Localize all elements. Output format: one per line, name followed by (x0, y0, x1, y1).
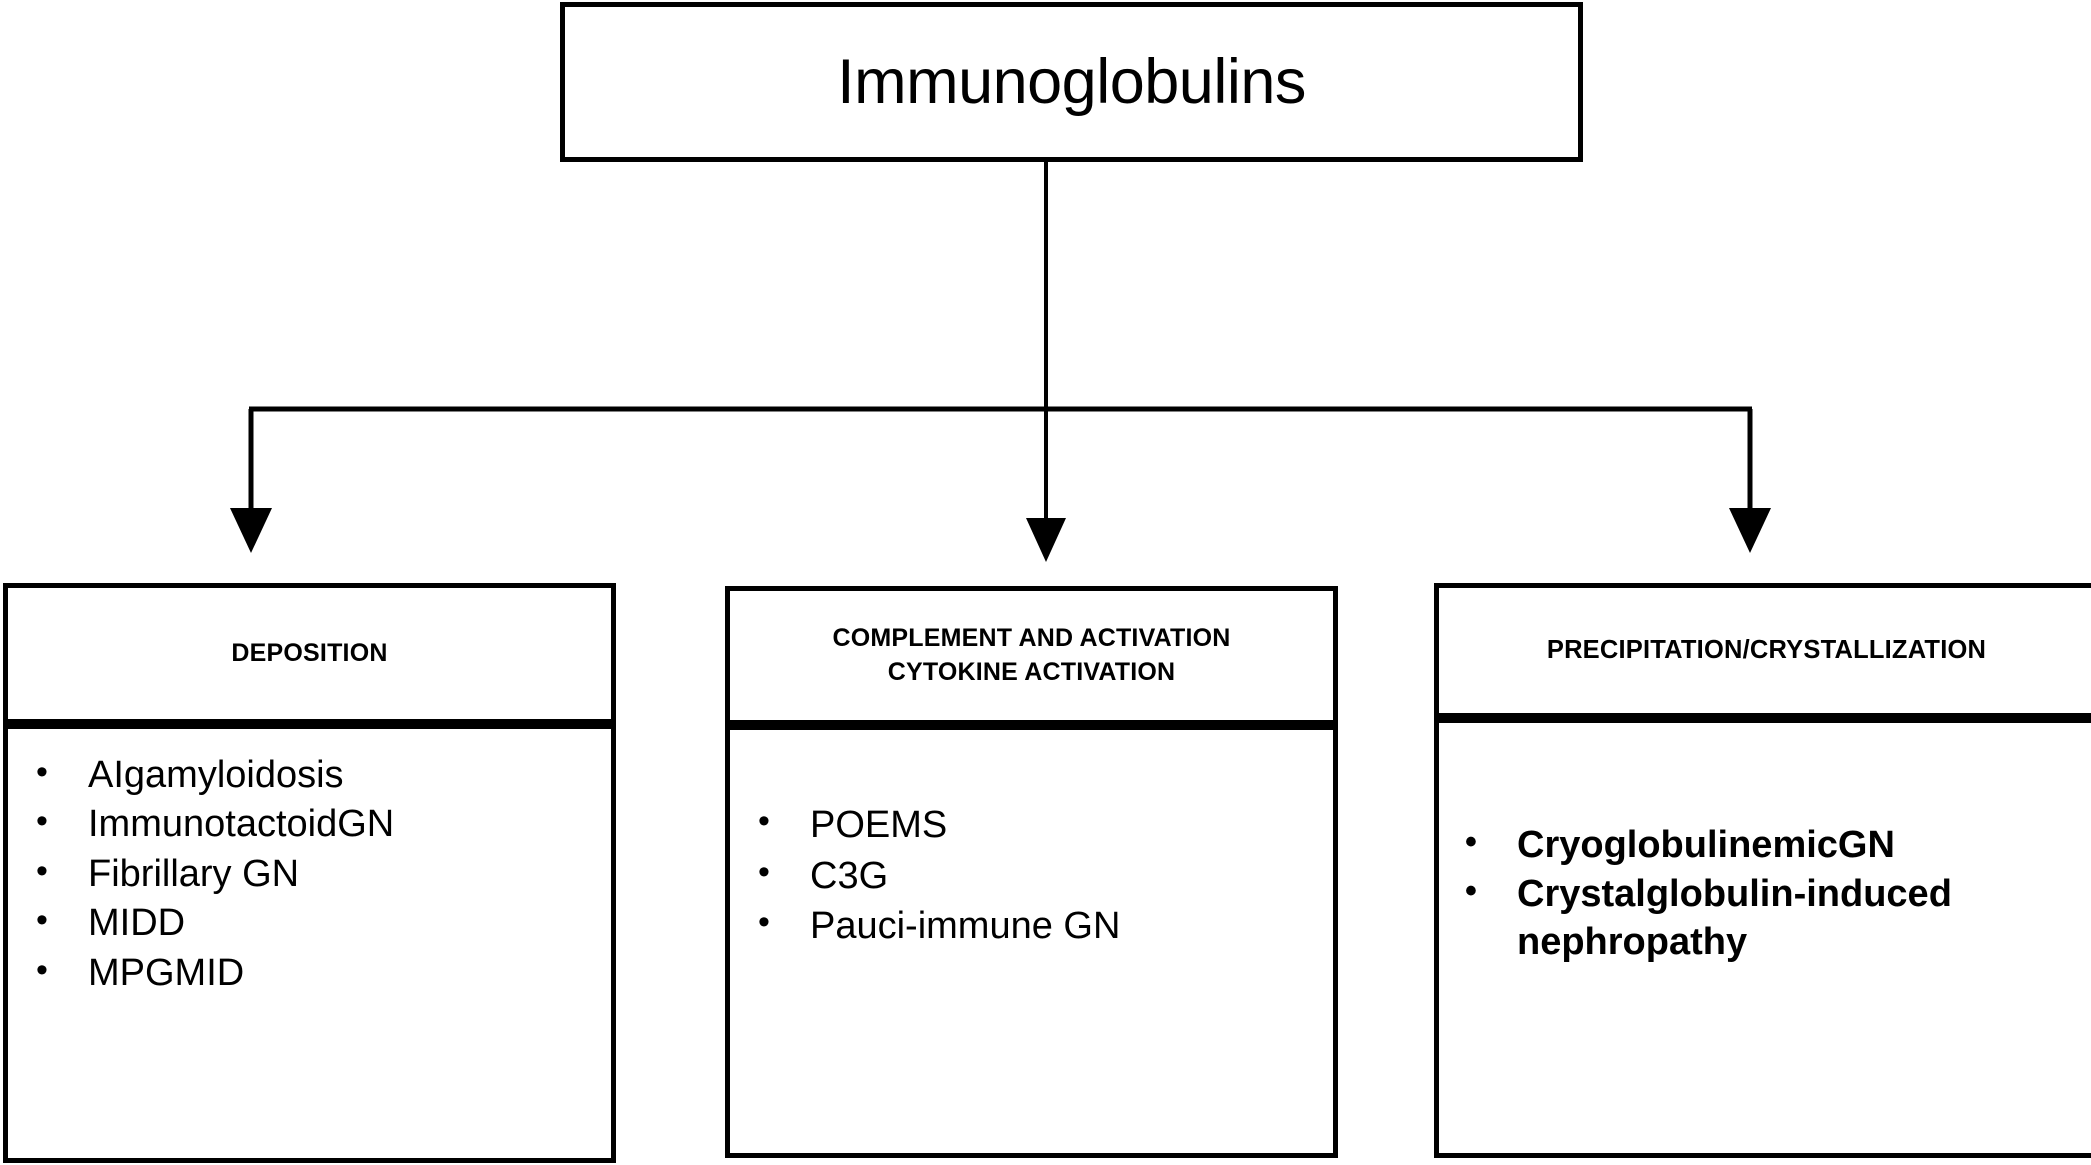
arrowhead-left (230, 508, 272, 553)
list-item: POEMS (730, 800, 1333, 851)
branch-item-list: CryoglobulinemicGN Crystalglobulin-induc… (1439, 821, 2091, 967)
root-node-label: Immunoglobulins (837, 46, 1306, 117)
branch-header-line-2: CYTOKINE ACTIVATION (887, 657, 1176, 686)
branch-body-deposition: AIgamyloidosis ImmunotactoidGN Fibrillar… (3, 724, 616, 1163)
branch-body-precipitation: CryoglobulinemicGN Crystalglobulin-induc… (1434, 718, 2091, 1158)
root-node-immunoglobulins: Immunoglobulins (560, 2, 1583, 162)
branch-header-label: PRECIPITATION/CRYSTALLIZATION (1546, 636, 1987, 665)
branch-node-complement: COMPLEMENT AND ACTIVATION CYTOKINE ACTIV… (725, 586, 1338, 1158)
branch-header-precipitation: PRECIPITATION/CRYSTALLIZATION (1434, 583, 2091, 718)
branch-node-deposition: DEPOSITION AIgamyloidosis ImmunotactoidG… (3, 583, 616, 1163)
list-item: CryoglobulinemicGN (1439, 821, 2091, 870)
branch-node-precipitation: PRECIPITATION/CRYSTALLIZATION Cryoglobul… (1434, 583, 2091, 1158)
list-item: MIDD (8, 899, 611, 948)
branch-header-complement: COMPLEMENT AND ACTIVATION CYTOKINE ACTIV… (725, 586, 1338, 725)
list-item: MPGMID (8, 949, 611, 998)
list-item: AIgamyloidosis (8, 751, 611, 800)
list-item: Pauci-immune GN (730, 901, 1333, 952)
arrowhead-right (1729, 508, 1771, 553)
list-item: ImmunotactoidGN (8, 800, 611, 849)
branch-header-label: DEPOSITION (231, 638, 388, 667)
branch-header-line-1: COMPLEMENT AND ACTIVATION (832, 623, 1231, 652)
branch-body-complement: POEMS C3G Pauci-immune GN (725, 725, 1338, 1158)
arrowhead-center (1026, 518, 1066, 562)
branch-header-label: COMPLEMENT AND ACTIVATION CYTOKINE ACTIV… (832, 622, 1230, 690)
list-item: C3G (730, 851, 1333, 902)
list-item: Fibrillary GN (8, 850, 611, 899)
branch-header-deposition: DEPOSITION (3, 583, 616, 724)
branch-item-list: AIgamyloidosis ImmunotactoidGN Fibrillar… (8, 751, 611, 998)
list-item: Crystalglobulin-induced nephropathy (1439, 870, 2091, 967)
branch-item-list: POEMS C3G Pauci-immune GN (730, 800, 1333, 952)
